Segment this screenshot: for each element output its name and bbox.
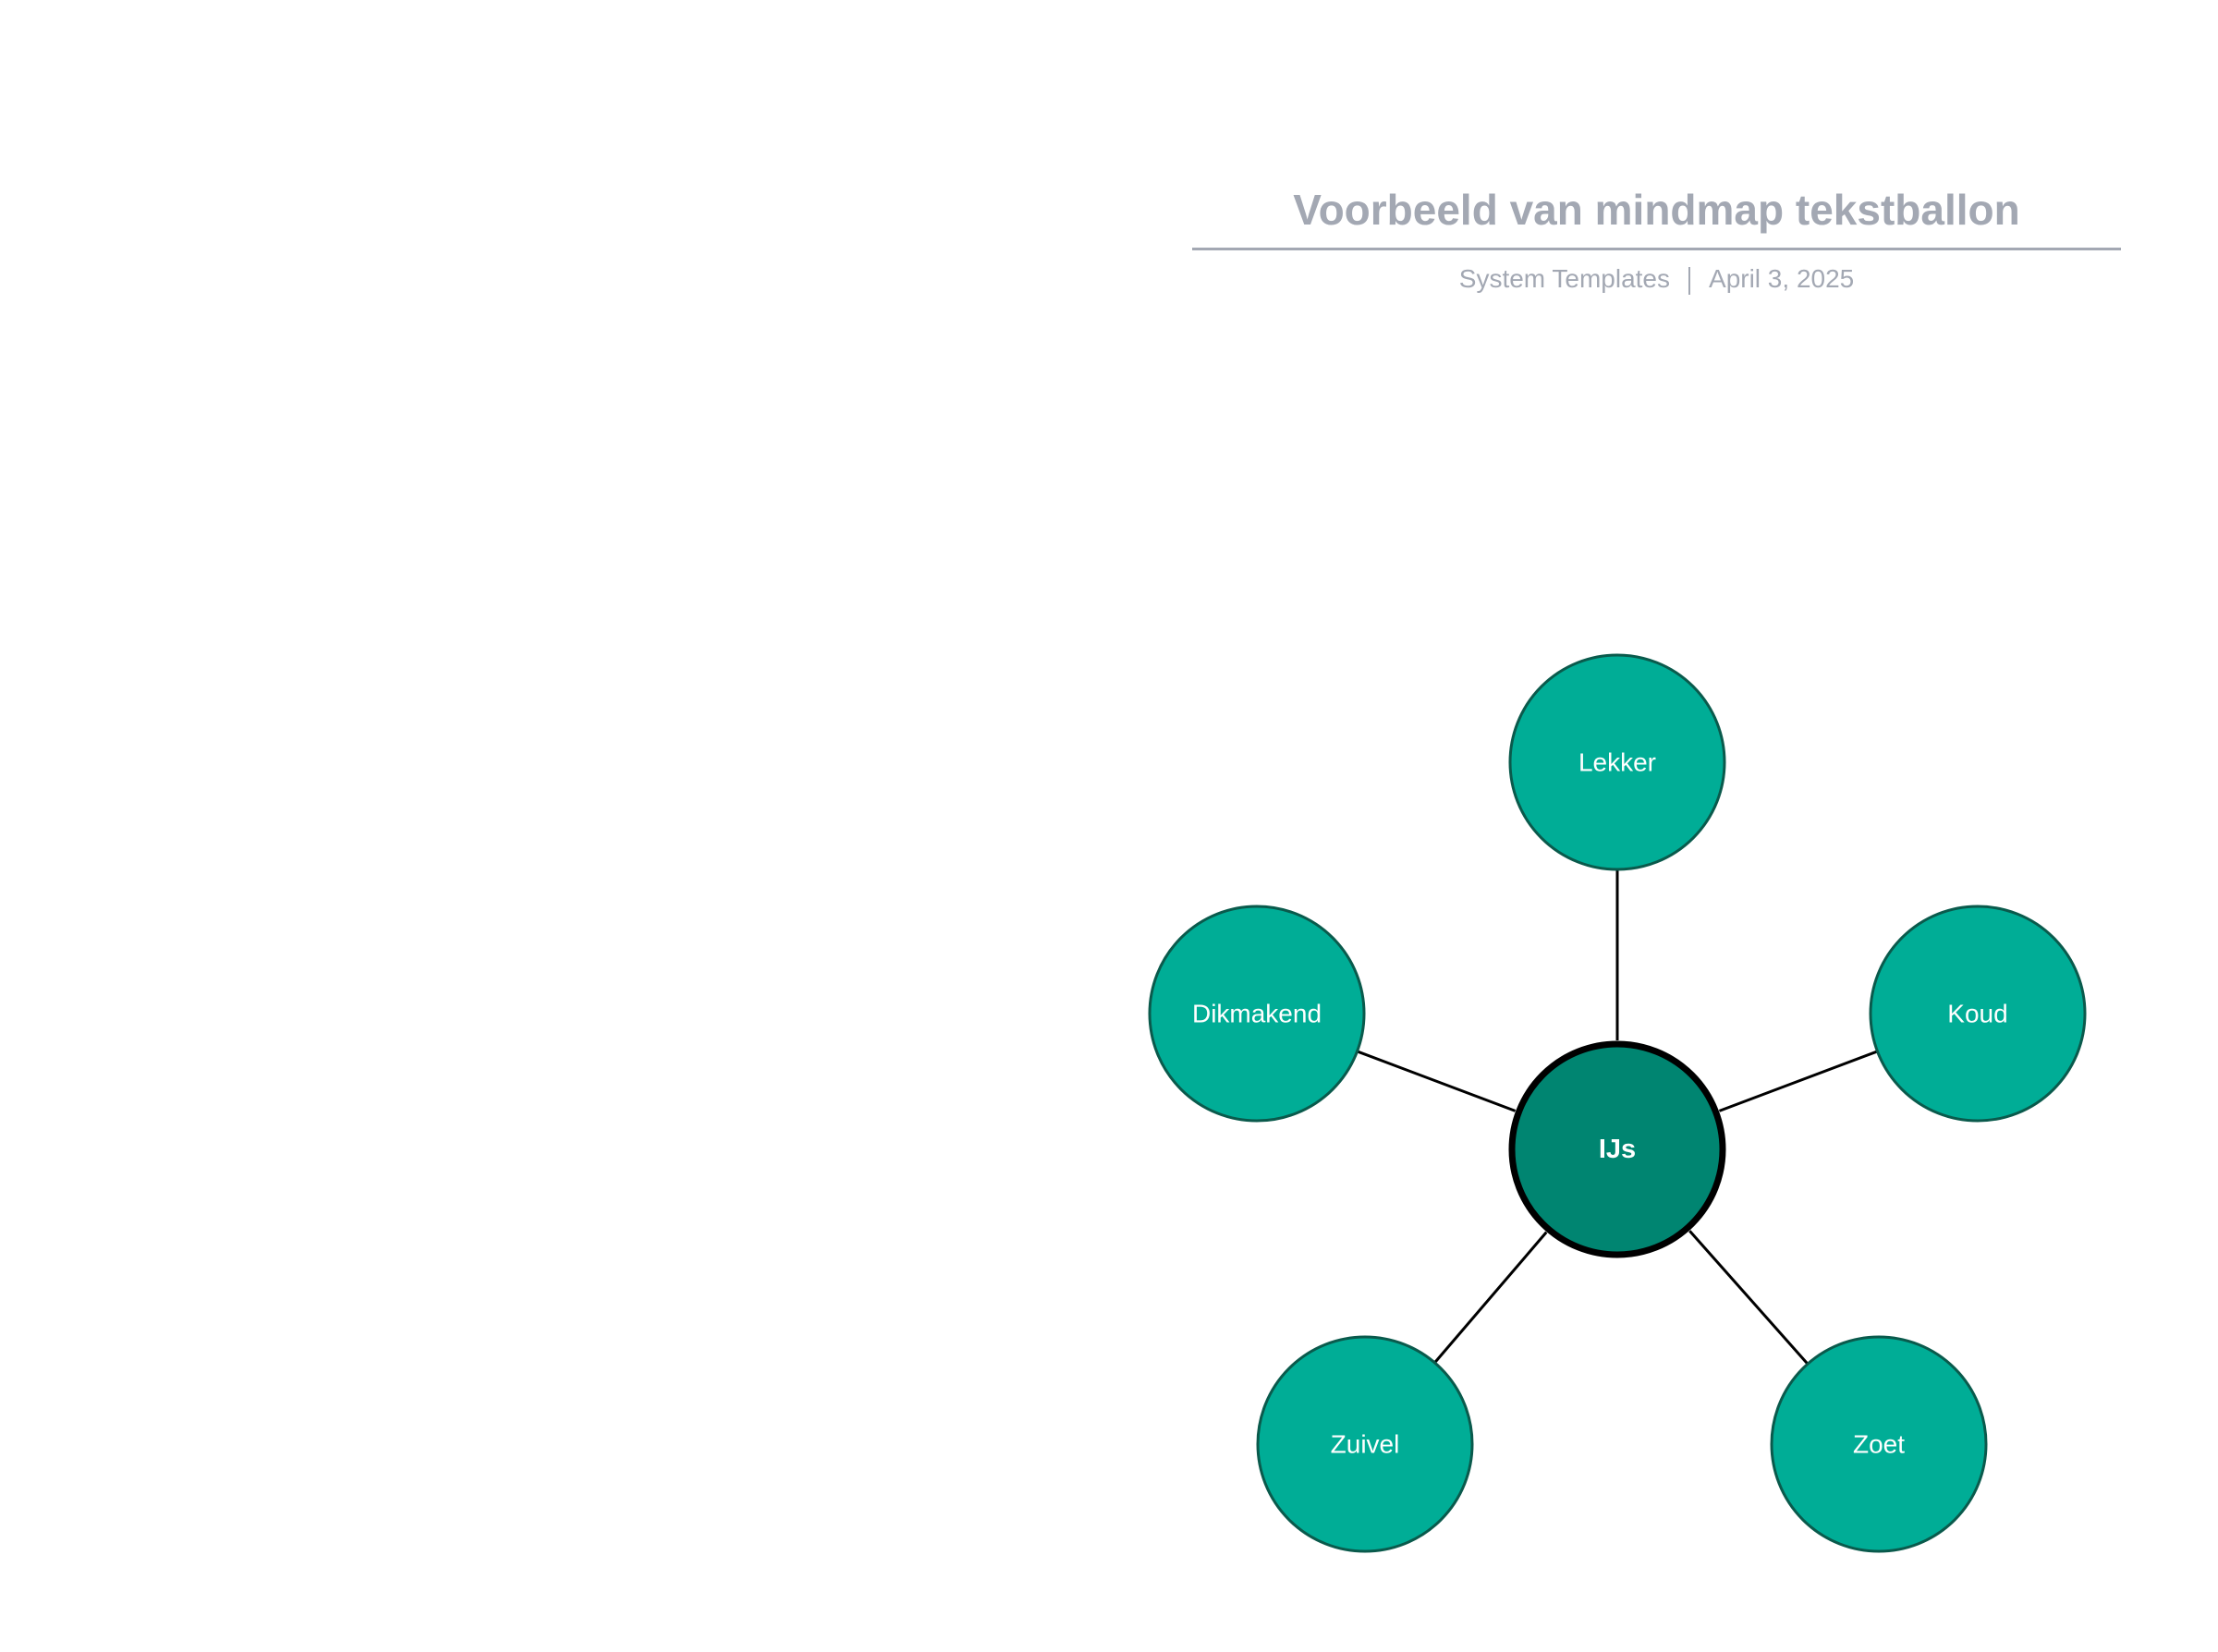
branch-circle (1148, 905, 1366, 1123)
source-label: System Templates (1458, 264, 1671, 293)
branch-label: Lekker (1578, 748, 1656, 777)
connector-koud (1718, 1050, 1878, 1112)
branch-node-zoet[interactable]: Zoet (1770, 1335, 1988, 1553)
meta-separator (1688, 266, 1691, 295)
branch-circle (1770, 1335, 1988, 1553)
connector-zuivel (1433, 1231, 1548, 1364)
connector-dikmakend (1357, 1050, 1517, 1112)
branch-node-lekker[interactable]: Lekker (1508, 653, 1726, 871)
title-underline (1192, 248, 2121, 250)
branch-node-koud[interactable]: Koud (1869, 905, 2087, 1123)
center-circle (1508, 1040, 1726, 1258)
branch-node-dikmakend[interactable]: Dikmakend (1148, 905, 1366, 1123)
branch-node-zuivel[interactable]: Zuivel (1256, 1335, 1474, 1553)
branch-label: Zoet (1853, 1430, 1905, 1459)
center-node[interactable]: IJs (1508, 1040, 1726, 1258)
connectors (1357, 869, 1878, 1366)
branch-circle (1869, 905, 2087, 1123)
page-meta: System Templates April 3, 2025 (1192, 264, 2121, 295)
branch-label: Dikmakend (1192, 1000, 1322, 1028)
branch-label: Zuivel (1331, 1430, 1400, 1459)
branch-circle (1508, 653, 1726, 871)
date-label: April 3, 2025 (1709, 264, 1855, 293)
branch-circle (1256, 1335, 1474, 1553)
branch-label: Koud (1947, 1000, 2007, 1028)
center-label: IJs (1599, 1135, 1636, 1164)
connector-zoet (1688, 1230, 1810, 1366)
page-title: Voorbeeld van mindmap tekstballon (1293, 186, 2020, 234)
